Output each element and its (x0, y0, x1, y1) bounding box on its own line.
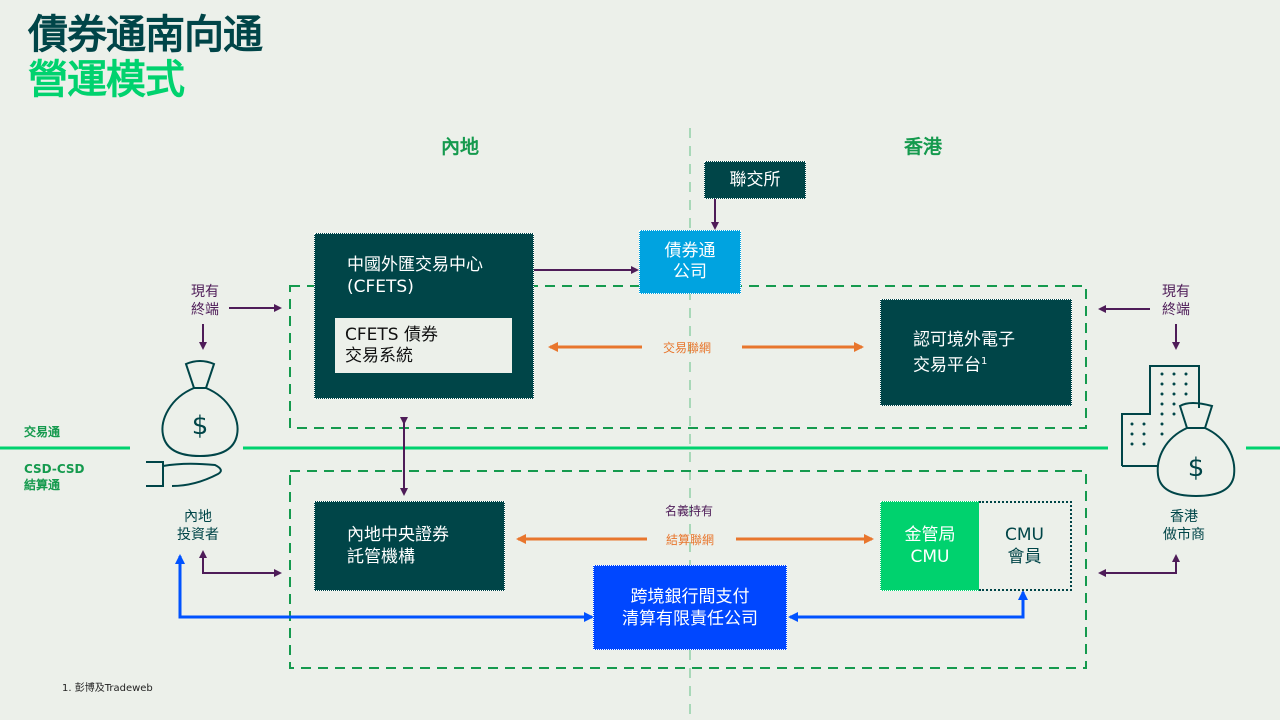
mainland-csd-box[interactable]: 內地中央證券 託管機構 (314, 501, 505, 591)
mainland-investor-label: 內地 投資者 (177, 509, 219, 543)
cfets-box[interactable]: 中國外匯交易中心 (CFETS) (314, 233, 534, 399)
region-hongkong: 香港 (904, 136, 943, 158)
cmu-member-box[interactable]: CMU 會員 (979, 501, 1072, 591)
label-settlement-connection: 結算聯網 (666, 533, 715, 547)
bond-connect-company-box[interactable]: 債券通 公司 (639, 230, 741, 294)
settlement-zone-border (289, 470, 1087, 669)
money-bag-hand-icon (146, 360, 239, 487)
svg-text:$: $ (192, 411, 209, 441)
label-trading-link: 交易通 (24, 425, 61, 439)
arrow-investor-to-cips (178, 560, 594, 622)
label-trading-connection: 交易聯網 (663, 341, 712, 355)
building-windows (1130, 372, 1188, 446)
arrow-cmu-cips (788, 594, 1025, 622)
hkma-cmu-box[interactable]: 金管局 CMU (880, 501, 980, 591)
hkex-box[interactable]: 聯交所 (704, 161, 806, 199)
page-title: 債券通南向通 (28, 11, 263, 58)
region-mainland: 內地 (441, 136, 480, 158)
existing-terminal-right: 現有 終端 (1162, 284, 1190, 318)
existing-terminal-left: 現有 終端 (191, 284, 219, 318)
cfets-bond-trading-system-box[interactable]: CFETS 債券 交易系統 (335, 318, 512, 373)
arrow-investor-to-settlement (202, 558, 282, 577)
footnote-ref: 1 (981, 355, 988, 367)
building-money-bag-icon (1121, 365, 1236, 498)
label-nominee-holding: 名義持有 (665, 504, 714, 518)
hk-market-maker-label: 香港 做市商 (1163, 509, 1205, 543)
label-settlement-link: CSD-CSD 結算通 (24, 462, 85, 492)
page-subtitle: 營運模式 (28, 56, 185, 103)
offshore-trading-platform-box[interactable]: 認可境外電子 交易平台1 (880, 299, 1072, 406)
svg-text:$: $ (1188, 453, 1205, 483)
arrow-marketmaker-to-settlement (1098, 560, 1177, 577)
cips-box[interactable]: 跨境銀行間支付 清算有限責任公司 (593, 565, 787, 650)
footnote: 1. 彭博及Tradeweb (62, 683, 153, 694)
